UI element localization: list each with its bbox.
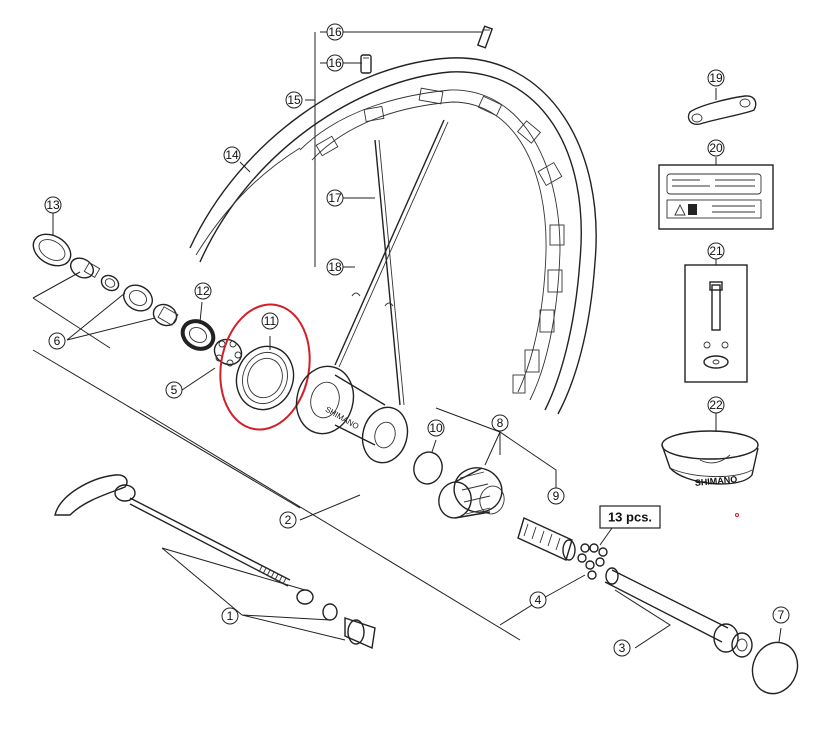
svg-text:16: 16 xyxy=(328,25,342,39)
svg-text:15: 15 xyxy=(287,93,301,107)
rim xyxy=(189,57,597,415)
callout-3: 3 xyxy=(613,639,631,657)
callout-4: 4 xyxy=(529,591,547,609)
ball-retainer-5 xyxy=(213,338,243,367)
freehub-body-8 xyxy=(438,467,505,519)
rim-tape-22: SHIMANO xyxy=(661,430,759,488)
svg-text:14: 14 xyxy=(225,148,239,162)
tape-logo: SHIMANO xyxy=(694,474,737,488)
dust-seal-12 xyxy=(180,319,216,351)
bearing-cone xyxy=(152,303,179,327)
callout-8: 8 xyxy=(491,414,509,432)
callout-9: 9 xyxy=(547,487,565,505)
svg-text:9: 9 xyxy=(553,489,560,503)
callout-10: 10 xyxy=(427,419,445,437)
leader-lines xyxy=(32,31,782,649)
quantity-box: 13 pcs. xyxy=(599,505,661,529)
washer-small xyxy=(100,274,120,292)
quick-release-1 xyxy=(54,474,376,650)
o-ring-7 xyxy=(751,641,799,695)
svg-text:3: 3 xyxy=(619,641,626,655)
svg-text:4: 4 xyxy=(535,593,542,607)
svg-text:20: 20 xyxy=(709,141,723,155)
spokes xyxy=(334,119,449,406)
callout-22: 22 xyxy=(707,396,725,414)
hub-body: SHIMANO xyxy=(295,365,409,464)
svg-text:17: 17 xyxy=(328,191,342,205)
callout-15: 15 xyxy=(285,91,303,109)
callout-16a: 16 xyxy=(326,23,344,41)
svg-text:2: 2 xyxy=(285,513,292,527)
bearing-cup xyxy=(122,284,154,312)
callout-11: 11 xyxy=(261,312,279,330)
callout-6: 6 xyxy=(48,332,66,350)
callout-19: 19 xyxy=(707,69,725,87)
svg-text:12: 12 xyxy=(196,284,210,298)
stray-red-dot xyxy=(735,513,739,517)
valve-adapter-21 xyxy=(684,264,748,383)
spoke-nipple-left xyxy=(360,54,372,74)
callout-16b: 16 xyxy=(326,54,344,72)
svg-text:13 pcs.: 13 pcs. xyxy=(608,510,652,525)
callout-5: 5 xyxy=(165,381,183,399)
svg-text:10: 10 xyxy=(429,421,443,435)
hub-axle-3 xyxy=(604,567,753,658)
callout-14: 14 xyxy=(223,146,241,164)
callout-20: 20 xyxy=(707,139,725,157)
svg-text:11: 11 xyxy=(264,314,277,328)
spoke-nipple-top xyxy=(476,25,494,49)
callout-21: 21 xyxy=(707,242,725,260)
svg-text:22: 22 xyxy=(709,398,723,412)
svg-text:8: 8 xyxy=(497,416,504,430)
hub-logo: SHIMANO xyxy=(324,405,361,431)
callout-17: 17 xyxy=(326,189,344,207)
callout-18: 18 xyxy=(326,258,344,276)
callout-7: 7 xyxy=(772,606,790,624)
lock-nut-13 xyxy=(32,233,72,267)
callout-13: 13 xyxy=(44,196,62,214)
freehub-sleeve-9 xyxy=(517,517,576,561)
svg-text:13: 13 xyxy=(46,198,60,212)
callout-12: 12 xyxy=(194,282,212,300)
svg-text:7: 7 xyxy=(778,608,785,622)
svg-text:6: 6 xyxy=(54,334,61,348)
spoke-wrench-19 xyxy=(687,95,757,126)
svg-text:16: 16 xyxy=(328,56,342,70)
cone-nut xyxy=(69,257,101,279)
svg-text:21: 21 xyxy=(709,244,723,258)
warning-label-20 xyxy=(658,164,774,230)
steel-balls-4 xyxy=(577,543,608,580)
callout-2: 2 xyxy=(279,511,297,529)
svg-text:5: 5 xyxy=(171,383,178,397)
svg-text:18: 18 xyxy=(328,260,342,274)
rotor-lockring-11 xyxy=(235,345,295,411)
svg-text:1: 1 xyxy=(227,609,234,623)
o-ring-10 xyxy=(413,451,443,485)
callout-1: 1 xyxy=(221,607,239,625)
svg-text:19: 19 xyxy=(709,71,723,85)
